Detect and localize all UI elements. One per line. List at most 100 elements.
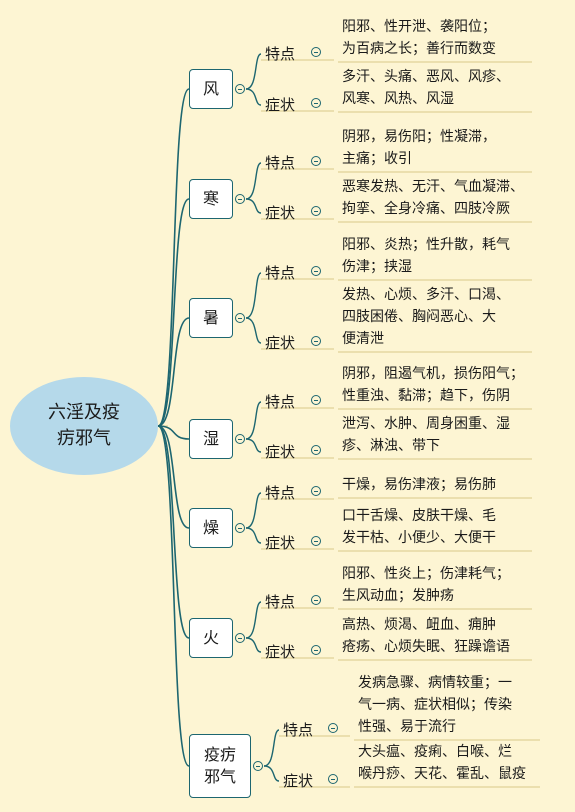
text-line: 阳邪、性开泄、袭阳位； — [342, 19, 496, 35]
text-line: 发病急骤、病情较重；一 — [358, 675, 512, 691]
text-line: 阴邪，阻遏气机，损伤阳气； — [342, 366, 524, 382]
symptom-text[interactable]: 泄泻、水肿、周身困重、湿疹、淋浊、带下 — [342, 413, 510, 457]
collapse-toggle-icon[interactable] — [311, 98, 321, 108]
collapse-toggle-icon[interactable] — [235, 313, 245, 323]
collapse-toggle-icon[interactable] — [328, 774, 338, 784]
node-1[interactable]: 风 — [189, 69, 233, 109]
text-line: 阳邪、炎热；性升散，耗气 — [342, 237, 510, 253]
node-label: 暑 — [202, 308, 219, 327]
collapse-toggle-icon[interactable] — [311, 266, 321, 276]
collapse-toggle-icon[interactable] — [235, 633, 245, 643]
collapse-toggle-icon[interactable] — [311, 336, 321, 346]
connector — [245, 438, 262, 453]
root-title-line2: 疠邪气 — [57, 428, 111, 449]
text-line: 伤津；挟湿 — [342, 259, 412, 275]
text-line: 阳邪、性炎上；伤津耗气； — [342, 566, 510, 582]
symptom-text[interactable]: 发热、心烦、多汗、口渴、四肢困倦、胸闷恶心、大便清泄 — [342, 284, 510, 350]
feature-label[interactable]: 特点 — [265, 154, 296, 172]
connector — [245, 601, 262, 639]
collapse-toggle-icon[interactable] — [311, 206, 321, 216]
connector — [157, 425, 190, 639]
collapse-toggle-icon[interactable] — [253, 761, 263, 771]
symptom-label[interactable]: 症状 — [265, 204, 296, 222]
collapse-toggle-icon[interactable] — [311, 47, 321, 57]
text-line: 气一病、症状相似；传染 — [358, 697, 512, 713]
connector — [245, 401, 262, 440]
symptom-label[interactable]: 症状 — [265, 534, 296, 552]
symptom-text[interactable]: 口干舌燥、皮肤干燥、毛发干枯、小便少、大便干 — [342, 505, 496, 549]
feature-label[interactable]: 特点 — [265, 484, 296, 502]
symptom-text[interactable]: 高热、烦渴、衄血、痈肿疮疡、心烦失眠、狂躁谵语 — [342, 614, 510, 658]
symptom-label[interactable]: 症状 — [265, 443, 296, 461]
collapse-toggle-icon[interactable] — [311, 156, 321, 166]
text-line: 拘挛、全身冷痛、四肢冷厥 — [342, 201, 510, 217]
node-label: 火 — [202, 628, 219, 647]
feature-text[interactable]: 发病急骤、病情较重；一气一病、症状相似；传染性强、易于流行 — [358, 672, 512, 738]
node-3[interactable]: 暑 — [189, 298, 233, 338]
feature-text[interactable]: 阴邪，阻遏气机，损伤阳气； 性重浊、黏滞；趋下，伤阴 — [342, 363, 524, 407]
feature-text[interactable]: 阴邪，易伤阳；性凝滞， 主痛；收引 — [342, 126, 496, 170]
connector — [245, 272, 262, 319]
connector — [245, 527, 262, 544]
collapse-toggle-icon[interactable] — [235, 194, 245, 204]
text-line: 四肢困倦、胸闷恶心、大 — [342, 309, 496, 325]
feature-text[interactable]: 阳邪、炎热；性升散，耗气伤津；挟湿 — [342, 234, 510, 278]
text-line: 风寒、风热、风湿 — [342, 91, 454, 107]
connector — [245, 198, 262, 214]
node-6[interactable]: 火 — [189, 618, 233, 658]
text-line: 阴邪，易伤阳；性凝滞， — [342, 129, 496, 145]
text-line: 性强、易于流行 — [358, 719, 456, 735]
connector — [157, 425, 190, 529]
node-label: 风 — [202, 79, 219, 98]
text-line: 主痛；收引 — [342, 151, 412, 167]
collapse-toggle-icon[interactable] — [235, 434, 245, 444]
collapse-toggle-icon[interactable] — [235, 523, 245, 533]
symptom-label[interactable]: 症状 — [265, 96, 296, 114]
root-title-line1: 六淫及疫 — [48, 402, 120, 423]
collapse-toggle-icon[interactable] — [311, 595, 321, 605]
feature-text[interactable]: 干燥，易伤津液；易伤肺 — [342, 474, 496, 496]
collapse-toggle-icon[interactable] — [311, 445, 321, 455]
symptom-text[interactable]: 多汗、头痛、恶风、风疹、风寒、风热、风湿 — [342, 66, 510, 110]
feature-text[interactable]: 阳邪、性开泄、袭阳位；为百病之长；善行而数变 — [342, 16, 496, 60]
feature-label[interactable]: 特点 — [265, 45, 296, 63]
symptom-label[interactable]: 症状 — [265, 334, 296, 352]
node-5[interactable]: 燥 — [189, 508, 233, 548]
collapse-toggle-icon[interactable] — [311, 395, 321, 405]
text-line: 干燥，易伤津液；易伤肺 — [342, 477, 496, 493]
collapse-toggle-icon[interactable] — [235, 84, 245, 94]
text-line: 多汗、头痛、恶风、风疹、 — [342, 69, 510, 85]
node-2[interactable]: 寒 — [189, 179, 233, 219]
connector — [245, 492, 262, 529]
symptom-text[interactable]: 恶寒发热、无汗、气血凝滞、拘挛、全身冷痛、四肢冷厥 — [342, 176, 524, 220]
connector — [157, 425, 190, 767]
collapse-toggle-icon[interactable] — [311, 486, 321, 496]
feature-label[interactable]: 特点 — [265, 264, 296, 282]
text-line: 性重浊、黏滞；趋下，伤阴 — [342, 388, 510, 404]
connector — [245, 53, 262, 90]
symptom-label[interactable]: 症状 — [283, 772, 314, 790]
symptom-text[interactable]: 大头瘟、疫痢、白喉、烂喉丹痧、天花、霍乱、鼠疫 — [358, 741, 526, 785]
node-4[interactable]: 湿 — [189, 419, 233, 459]
symptom-label[interactable]: 症状 — [265, 643, 296, 661]
text-line: 恶寒发热、无汗、气血凝滞、 — [342, 179, 524, 195]
node-label: 湿 — [202, 429, 219, 448]
connector — [157, 88, 190, 427]
feature-text[interactable]: 阳邪、性炎上；伤津耗气； 生风动血；发肿疡 — [342, 563, 510, 607]
collapse-toggle-icon[interactable] — [328, 723, 338, 733]
feature-label[interactable]: 特点 — [265, 593, 296, 611]
feature-label[interactable]: 特点 — [265, 393, 296, 411]
text-line: 疹、淋浊、带下 — [342, 438, 440, 454]
node-7[interactable]: 疫疠邪气 — [189, 734, 251, 798]
collapse-toggle-icon[interactable] — [311, 536, 321, 546]
text-line: 口干舌燥、皮肤干燥、毛 — [342, 508, 496, 524]
root-node[interactable]: 六淫及疫疠邪气 — [10, 377, 158, 475]
connector — [157, 425, 190, 440]
connector — [157, 198, 190, 427]
feature-label[interactable]: 特点 — [283, 721, 314, 739]
collapse-toggle-icon[interactable] — [311, 645, 321, 655]
text-line: 生风动血；发肿疡 — [342, 588, 454, 604]
connector — [245, 88, 262, 106]
connector — [263, 729, 280, 767]
